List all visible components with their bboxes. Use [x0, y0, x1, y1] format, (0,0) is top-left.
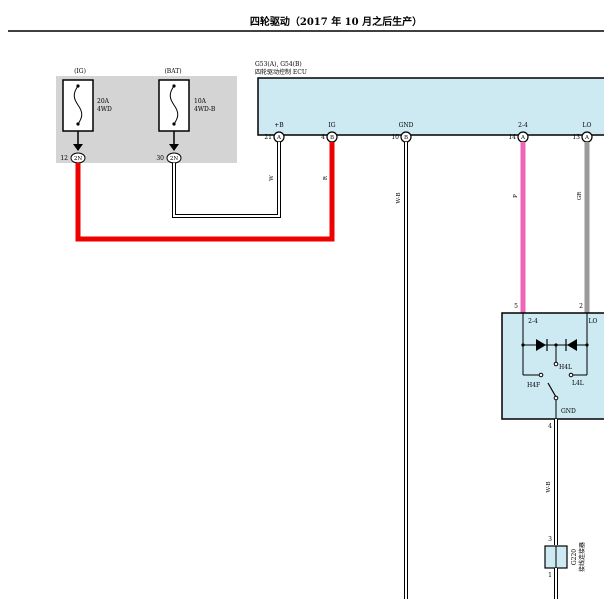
fuse-4wd-connector-label: 2N [74, 156, 82, 162]
switch-gnd-pin: 4 [548, 423, 552, 430]
switch-contact-h4f [538, 372, 544, 378]
wire-bat-color-label: W [269, 175, 275, 181]
wire-2-4-color-label: P [513, 194, 519, 198]
diode-left-icon [536, 339, 546, 351]
ecu-terminal-2-4-label: 2-4 [518, 122, 528, 129]
wire-lo-color-label: GR [577, 191, 583, 200]
wire-ig-red [75, 142, 335, 242]
diode-right-icon [567, 339, 577, 351]
ecu-terminal-lo-pin: 13 [572, 134, 580, 141]
switch-pin-lo: 2 [579, 303, 583, 310]
switch-label-2-4: 2-4 [528, 318, 538, 325]
switch-pivot [553, 395, 559, 401]
ecu-terminal-2-4: 2-4 A 14 [508, 122, 529, 143]
ecu-terminal-lo-conn: A [584, 135, 590, 141]
fuse-4wd-b: (BAT) 10A 4WD-B 2N 30 [156, 68, 216, 164]
fuse-4wd-pin: 12 [60, 155, 68, 162]
junction-dot-left [521, 343, 525, 347]
ecu-terminal-ig-label: IG [328, 122, 335, 129]
ecu-terminal-ig: IG B 4 [321, 122, 338, 143]
junction-code: G220 [571, 549, 578, 565]
ecu-terminal-plus-b-pin: 21 [264, 134, 272, 141]
wire-switch-gnd-color-label: W-B [546, 481, 552, 492]
switch-h4l-label: H4L [559, 364, 572, 371]
fuse-4wd: (IG) 20A 4WD 2N 12 [60, 68, 112, 164]
switch-contact-h4l [553, 361, 559, 367]
fuse-4wd-symbol [73, 85, 83, 125]
fuse-4wd-b-source: (BAT) [164, 68, 181, 75]
switch-h4f-label: H4F [527, 382, 540, 389]
wire-ig-color-label: R [323, 175, 329, 180]
transfer-switch-box [501, 312, 604, 420]
ecu-terminal-2-4-conn: A [520, 135, 526, 141]
wire-bat-white [173, 142, 280, 217]
switch-blade [547, 382, 557, 398]
wire-gnd-color-label: W-B [396, 192, 402, 203]
fuse-4wd-b-rating: 10A [194, 98, 207, 105]
junction-pin-top: 3 [548, 536, 552, 543]
switch-label-lo: LO [589, 318, 598, 325]
fuse-4wd-rating: 20A [97, 98, 110, 105]
ecu-body [257, 77, 604, 136]
ecu-name: 四轮驱动控制 ECU [255, 68, 307, 76]
ecu-terminal-2-4-pin: 14 [508, 134, 516, 141]
ecu-terminal-gnd-label: GND [399, 122, 414, 129]
switch-contact-l4l [568, 372, 574, 378]
junction-pin-bottom: 1 [548, 572, 552, 579]
ecu-terminal-plus-b-conn: A [276, 135, 282, 141]
ecu-terminal-ig-pin: 4 [321, 134, 325, 141]
switch-pin-2-4: 5 [514, 303, 518, 310]
ecu-terminal-lo-label: LO [583, 122, 592, 129]
ecu-connectors: G53(A), G54(B) [255, 61, 302, 68]
fuse-4wd-name: 4WD [97, 106, 112, 113]
fuse-4wd-arrow [73, 144, 83, 151]
fuse-4wd-b-arrow [169, 144, 179, 151]
ecu-terminal-gnd-pin: 10 [391, 134, 399, 141]
ecu-terminal-ig-conn: B [330, 135, 334, 141]
fuse-4wd-source: (IG) [74, 68, 86, 75]
fuse-4wd-b-symbol [169, 85, 179, 125]
fuse-4wd-b-pin: 30 [156, 155, 164, 162]
fuse-4wd-b-connector-label: 2N [170, 156, 178, 162]
junction-dot-right [585, 343, 589, 347]
page-title: 四轮驱动（2017 年 10 月之后生产） [250, 15, 422, 28]
junction-name: 接线连接器 [578, 542, 586, 572]
fuse-4wd-b-name: 4WD-B [194, 106, 216, 113]
ecu-terminal-plus-b-label: +B [274, 122, 284, 129]
switch-l4l-label: L4L [572, 380, 584, 387]
switch-gnd-label: GND [561, 408, 576, 415]
ecu-terminal-gnd-conn: B [404, 135, 408, 141]
